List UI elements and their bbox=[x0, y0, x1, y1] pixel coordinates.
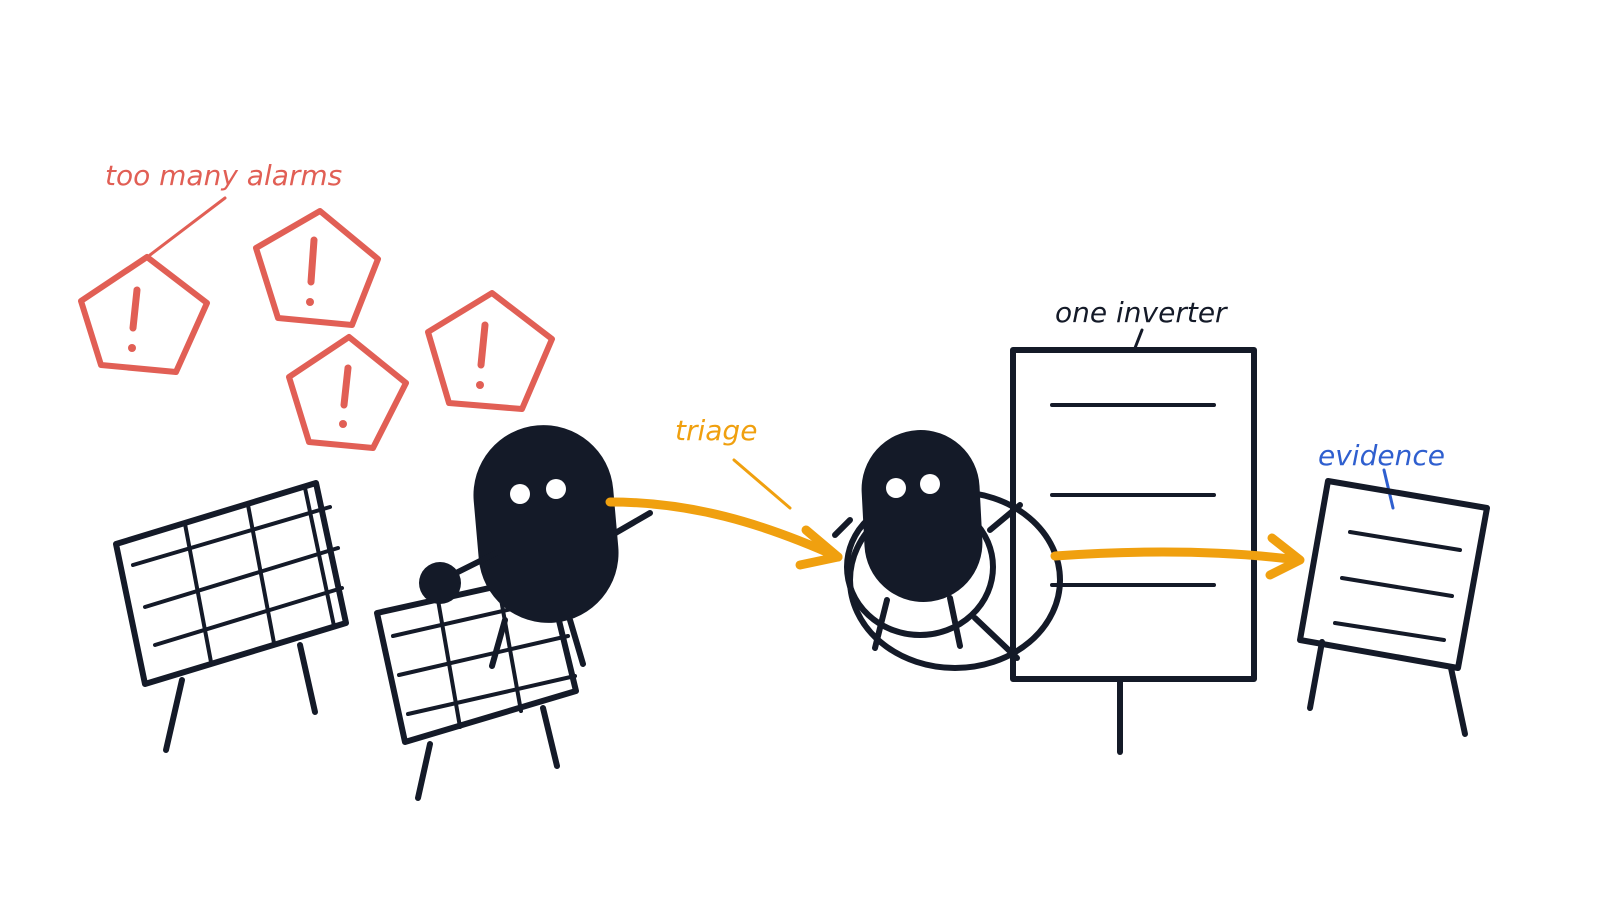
solar-panel-icon bbox=[374, 572, 579, 801]
warning-pentagon-icon bbox=[253, 208, 381, 328]
evidence-arrowhead bbox=[1265, 533, 1305, 580]
inverter-cabinet-icon: one inverter bbox=[1010, 296, 1257, 755]
triage-arrowhead bbox=[795, 525, 843, 570]
warning-pentagon-icon bbox=[286, 334, 409, 451]
evidence-arrow bbox=[1050, 547, 1303, 565]
evidence-report-icon: evidence bbox=[1297, 439, 1490, 737]
blob-character-icon bbox=[832, 430, 983, 651]
triage-label: triage bbox=[675, 414, 757, 447]
evidence-flow bbox=[1050, 533, 1305, 580]
alarms-leader-line bbox=[148, 196, 227, 257]
triage-flow: triage bbox=[605, 414, 843, 570]
solar-panel-icon bbox=[113, 480, 349, 753]
blob-character-icon bbox=[419, 425, 653, 669]
inverter-leader-line bbox=[1133, 328, 1144, 350]
warning-pentagon-icon bbox=[425, 290, 555, 412]
one-inverter-label: one inverter bbox=[1055, 296, 1228, 329]
evidence-label: evidence bbox=[1318, 439, 1445, 472]
triage-arrow bbox=[605, 497, 843, 562]
alarm-cluster: too many alarms bbox=[78, 159, 555, 451]
triage-leader-line bbox=[732, 458, 792, 510]
too-many-alarms-label: too many alarms bbox=[105, 159, 342, 192]
warning-pentagon-icon bbox=[78, 254, 210, 375]
